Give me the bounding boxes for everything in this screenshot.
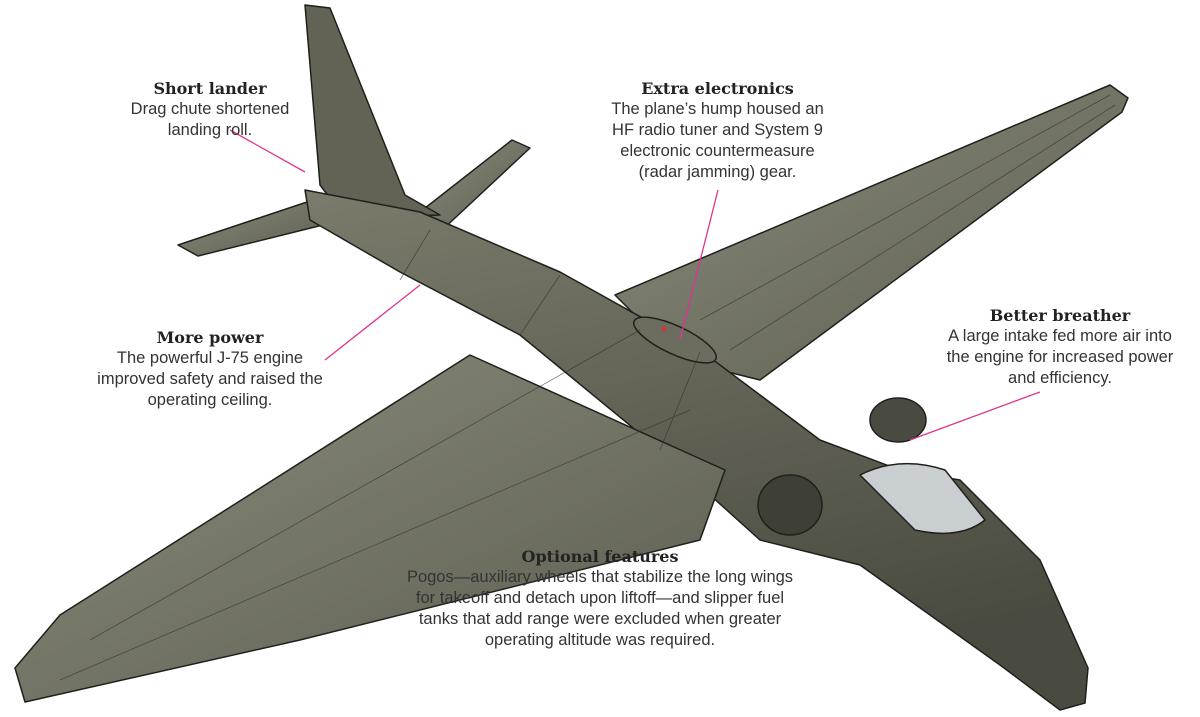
callout-better-breather: Better breather A large intake fed more …	[935, 305, 1185, 389]
callout-body: The plane’s hump housed an HF radio tune…	[611, 100, 824, 181]
hump	[633, 316, 717, 364]
left-wing	[14, 354, 726, 703]
callout-optional-features: Optional features Pogos—auxiliary wheels…	[400, 546, 800, 651]
callout-body: Drag chute shortened landing roll.	[130, 100, 290, 139]
leader-line-short-lander	[229, 129, 306, 173]
callout-title: Short lander	[153, 79, 267, 98]
leader-line-more-power	[324, 284, 421, 361]
callout-body: Pogos—auxiliary wheels that stabilize th…	[406, 568, 794, 649]
callout-body: A large intake fed more air into the eng…	[946, 327, 1174, 387]
callout-more-power: More power The powerful J-75 engine impr…	[90, 327, 330, 411]
left-intake	[757, 474, 823, 536]
right-stabilizer	[419, 139, 531, 233]
callout-title: More power	[156, 328, 264, 347]
callout-body: The powerful J-75 engine improved safety…	[97, 349, 323, 409]
leader-line-better-breather	[909, 391, 1041, 441]
right-intake	[869, 397, 927, 443]
callout-title: Better breather	[989, 306, 1131, 325]
vertical-tail	[304, 4, 441, 219]
leader-lines	[229, 129, 1041, 441]
callout-extra-electronics: Extra electronics The plane’s hump house…	[600, 78, 835, 183]
canopy	[859, 462, 986, 535]
hump-light	[661, 326, 667, 332]
callout-short-lander: Short lander Drag chute shortened landin…	[85, 78, 335, 141]
leader-line-extra-electronics	[679, 189, 719, 341]
callout-title: Optional features	[521, 547, 679, 566]
callout-title: Extra electronics	[641, 79, 794, 98]
